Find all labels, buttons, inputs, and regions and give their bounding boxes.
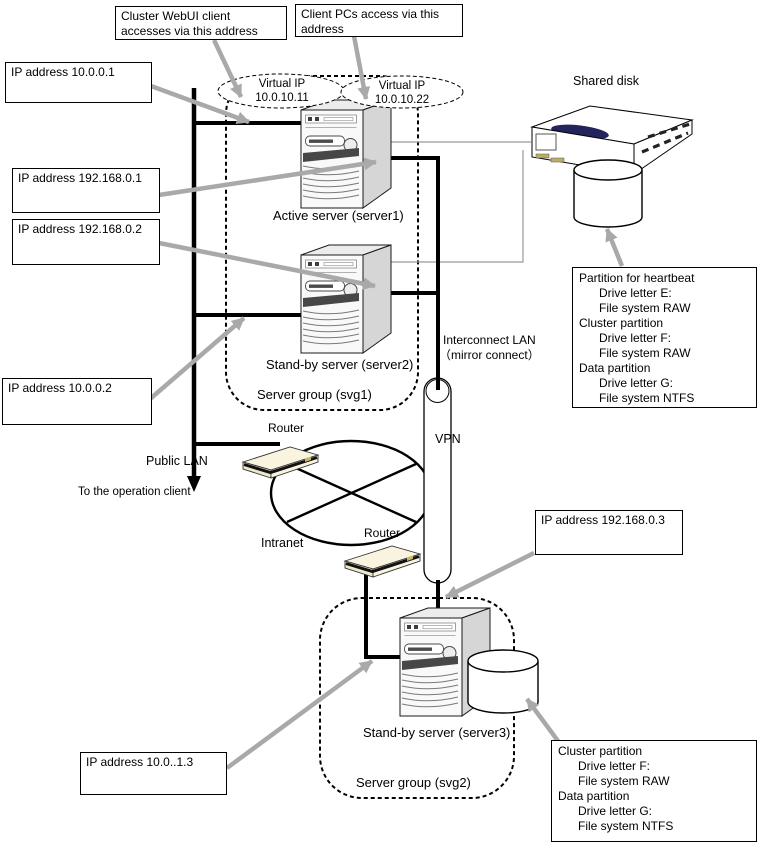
- partition-line: File system RAW: [599, 346, 691, 360]
- mirror-disk-volume-icon: [467, 649, 539, 714]
- partition-line: Partition for heartbeat: [579, 271, 695, 285]
- virtual-ip-1-address: 10.0.10.11: [255, 91, 309, 104]
- server1-icon: [300, 99, 392, 209]
- intranet-cross-line-2: [286, 462, 417, 524]
- mirror-disk-partition-box: Cluster partition Drive letter F: File s…: [551, 740, 757, 842]
- partition-line: Data partition: [558, 789, 630, 803]
- callout-ip-server2-interconnect: IP address 192.168.0.2: [12, 219, 160, 265]
- arrow-ip-10-0-0-1: [150, 83, 250, 125]
- vpn-label: VPN: [435, 432, 461, 446]
- router2-icon: [343, 544, 422, 579]
- intranet-label: Intranet: [261, 536, 304, 550]
- virtual-ip-1-title: Virtual IP: [258, 78, 306, 90]
- server2-label: Stand-by server (server2): [266, 357, 414, 372]
- arrow-ip-192-168-0-3: [444, 550, 536, 600]
- arrow-ip-10-0-0-2: [148, 316, 246, 401]
- router1-label: Router: [268, 421, 305, 435]
- vpn-tunnel: [423, 377, 452, 584]
- partition-line: Drive letter F:: [578, 759, 651, 773]
- virtual-ip-ellipse-2: [340, 75, 464, 109]
- shared-disk-link-server2: [390, 150, 524, 263]
- partition-line: File system RAW: [578, 774, 670, 788]
- callout-client-pcs: Client PCs access via this address: [295, 4, 463, 37]
- partition-line: Cluster partition: [579, 316, 664, 330]
- arrow-ip-192-168-0-1: [158, 157, 377, 198]
- partition-line: Drive letter F:: [599, 331, 672, 345]
- router2-label: Router: [364, 526, 401, 540]
- callout-cluster-webui: Cluster WebUI client accesses via this a…: [115, 6, 287, 40]
- arrow-ip-10-0-1-3: [225, 659, 374, 770]
- shared-disk-volume-icon: [573, 159, 643, 228]
- public-lan-label: Public LAN: [146, 454, 208, 468]
- partition-line: File system NTFS: [578, 819, 674, 833]
- shared-disk-icon: [530, 105, 694, 175]
- arrow-mirror-partitions: [525, 697, 560, 743]
- server-group1-label: Server group (svg1): [257, 387, 372, 402]
- server3-label: Stand-by server (server3): [363, 725, 511, 740]
- partition-line: Drive letter E:: [599, 286, 672, 300]
- callout-ip-server3-public: IP address 10.0..1.3: [80, 752, 227, 795]
- shared-disk-partition-box: Partition for heartbeat Drive letter E: …: [572, 267, 757, 408]
- partition-line: Drive letter G:: [578, 804, 653, 818]
- callout-arrows: [148, 35, 625, 770]
- arrow-clientpcs-to-vip2: [351, 35, 371, 100]
- interconnect-lan-label-line1: Interconnect LAN: [443, 333, 536, 347]
- virtual-ip-2-address: 10.0.10.22: [374, 93, 430, 106]
- partition-line: Data partition: [579, 361, 651, 375]
- callout-ip-server2-public: IP address 10.0.0.2: [2, 378, 152, 425]
- partition-line: File system RAW: [599, 301, 691, 315]
- partition-line: Drive letter G:: [599, 376, 674, 390]
- shared-disk-label: Shared disk: [573, 74, 640, 88]
- partition-line: File system NTFS: [599, 391, 695, 405]
- server1-label: Active server (server1): [273, 208, 404, 223]
- server-group2-label: Server group (svg2): [356, 775, 471, 790]
- partition-line: Cluster partition: [558, 744, 643, 758]
- callout-ip-server1-public: IP address 10.0.0.1: [5, 62, 152, 103]
- arrow-shared-partitions: [604, 228, 625, 267]
- virtual-ip-2-label: Virtual IP 10.0.10.22: [344, 80, 460, 107]
- callout-ip-server1-interconnect: IP address 192.168.0.1: [12, 168, 160, 213]
- server-group1-border: [225, 75, 419, 411]
- arrow-webui-to-vip1: [211, 39, 244, 98]
- callout-ip-server3-interconnect: IP address 192.168.0.3: [535, 510, 683, 555]
- virtual-ip-2-title: Virtual IP: [378, 80, 426, 92]
- interconnect-lan-label-line2: （mirror connect）: [439, 348, 540, 362]
- virtual-ip-1-label: Virtual IP 10.0.10.11: [219, 78, 345, 105]
- public-lan-arrow: [187, 476, 201, 492]
- operation-client-label: To the operation client: [78, 486, 191, 498]
- server2-icon: [300, 244, 392, 354]
- arrow-ip-192-168-0-2: [158, 240, 376, 291]
